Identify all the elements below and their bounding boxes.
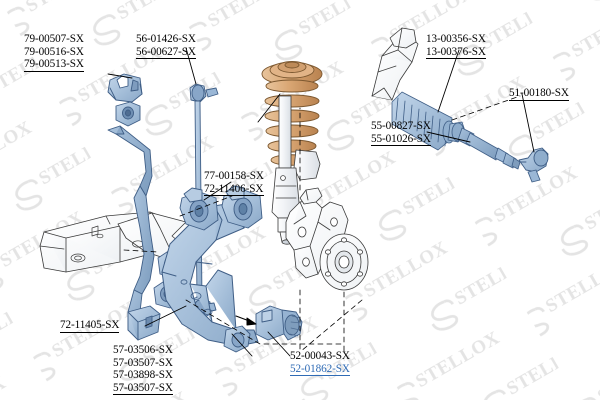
part-number: 57-03506-SX (113, 344, 173, 356)
part-number: 13-00376-SX (426, 45, 486, 58)
part-number: 72-11406-SX (204, 182, 264, 195)
part-number: 57-03507-SX (113, 356, 173, 369)
label-stabilizer-link[interactable]: 56-01426-SX 56-00627-SX (136, 33, 196, 60)
label-control-arm[interactable]: 57-03506-SX 57-03507-SX 57-03898-SX 57-0… (113, 344, 173, 396)
label-inner-tie-rod[interactable]: 55-00827-SX 55-01026-SX (371, 120, 431, 147)
part-number: 77-00158-SX (204, 170, 264, 182)
part-number: 57-03898-SX (113, 369, 173, 382)
part-number: 79-00516-SX (24, 45, 84, 58)
part-number: 79-00507-SX (24, 33, 84, 45)
label-ball-joint-selected[interactable]: 52-00043-SX 52-01862-SX (290, 350, 350, 377)
label-stabilizer-bushings[interactable]: 79-00507-SX 79-00516-SX 79-00513-SX (24, 33, 84, 72)
part-number: 51-00180-SX (509, 87, 569, 99)
part-number: 72-11405-SX (60, 319, 120, 331)
label-steering-rack-boot[interactable]: 13-00356-SX 13-00376-SX (426, 33, 486, 60)
part-number-selected: 52-01862-SX (290, 362, 350, 375)
label-subframe-bushing[interactable]: 72-11405-SX (60, 319, 120, 333)
part-number: 57-03507-SX (113, 381, 173, 394)
part-number: 13-00356-SX (426, 33, 486, 45)
part-number: 79-00513-SX (24, 58, 84, 71)
part-number: 56-01426-SX (136, 33, 196, 45)
part-number: 56-00627-SX (136, 45, 196, 58)
label-control-arm-bushings[interactable]: 77-00158-SX 72-11406-SX (204, 170, 264, 197)
label-outer-tie-rod-end[interactable]: 51-00180-SX (509, 87, 569, 101)
part-number: 55-00827-SX (371, 120, 431, 132)
part-number: 52-00043-SX (290, 350, 350, 362)
part-number: 55-01026-SX (371, 132, 431, 145)
